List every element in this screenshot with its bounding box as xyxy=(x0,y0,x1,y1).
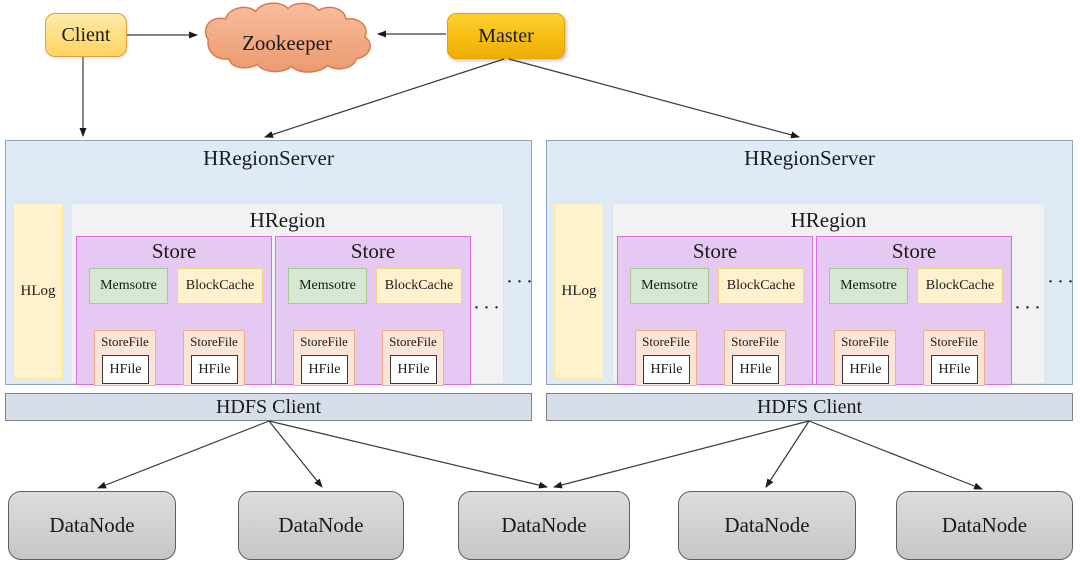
memstore-box: Memsotre xyxy=(829,268,908,304)
store-box: Store Memsotre BlockCache StoreFile HFil… xyxy=(617,236,813,386)
client-node: Client xyxy=(45,13,127,57)
storefile-label: StoreFile xyxy=(190,334,238,349)
hlog-box: HLog xyxy=(554,203,604,379)
zookeeper-label: Zookeeper xyxy=(242,30,332,55)
more-regions-ellipsis: ··· xyxy=(507,274,538,290)
more-regions-ellipsis: ··· xyxy=(1048,274,1079,290)
storefile-box: StoreFile HFile xyxy=(834,330,896,386)
hfile-box: HFile xyxy=(301,355,348,384)
memstore-box: Memsotre xyxy=(630,268,709,304)
storefile-label: StoreFile xyxy=(389,334,437,349)
arrow-hdfs1-to-datanode2 xyxy=(268,420,323,488)
hfile-box: HFile xyxy=(931,355,978,384)
storefile-box: StoreFile HFile xyxy=(293,330,355,386)
store-box: Store Memsotre BlockCache StoreFile HFil… xyxy=(816,236,1012,386)
storefile-label: StoreFile xyxy=(841,334,889,349)
storefile-label: StoreFile xyxy=(731,334,779,349)
store-title: Store xyxy=(692,239,738,263)
arrow-hdfs2-to-datanode3 xyxy=(553,420,810,489)
hregion-title: HRegion xyxy=(790,208,867,232)
memstore-box: Memsotre xyxy=(288,268,367,304)
hregion-box: HRegion Store Memsotre BlockCache StoreF… xyxy=(612,203,1046,386)
hfile-box: HFile xyxy=(842,355,889,384)
datanode-box-3: DataNode xyxy=(458,491,630,560)
store-title: Store xyxy=(891,239,937,263)
hregionserver-box-1: HRegionServer HLog HRegion Store Memsotr… xyxy=(5,140,532,386)
hfile-box: HFile xyxy=(191,355,238,384)
master-node: Master xyxy=(447,13,565,59)
store-box: Store Memsotre BlockCache StoreFile HFil… xyxy=(275,236,471,386)
storefile-box: StoreFile HFile xyxy=(724,330,786,386)
storefile-box: StoreFile HFile xyxy=(183,330,245,386)
hregionserver-title: HRegionServer xyxy=(744,146,875,170)
blockcache-box: BlockCache xyxy=(718,268,804,304)
more-stores-ellipsis: ··· xyxy=(1015,300,1046,316)
more-stores-ellipsis: ··· xyxy=(474,300,505,316)
arrow-hdfs1-to-datanode3 xyxy=(268,420,548,489)
hfile-box: HFile xyxy=(102,355,149,384)
storefile-box: StoreFile HFile xyxy=(382,330,444,386)
datanode-box-5: DataNode xyxy=(896,491,1073,560)
blockcache-box: BlockCache xyxy=(917,268,1003,304)
hfile-box: HFile xyxy=(732,355,779,384)
datanode-box-2: DataNode xyxy=(238,491,404,560)
storefile-label: StoreFile xyxy=(642,334,690,349)
store-title: Store xyxy=(151,239,197,263)
hregion-box: HRegion Store Memsotre BlockCache StoreF… xyxy=(71,203,505,386)
datanode-box-4: DataNode xyxy=(678,491,856,560)
cloud-shape xyxy=(204,2,371,73)
arrow-hdfs2-to-datanode4 xyxy=(765,420,810,488)
hregion-title: HRegion xyxy=(249,208,326,232)
hregionserver-box-2: HRegionServer HLog HRegion Store Memsotr… xyxy=(546,140,1073,386)
zookeeper-cloud: Zookeeper xyxy=(194,0,380,74)
hfile-box: HFile xyxy=(643,355,690,384)
store-box: Store Memsotre BlockCache StoreFile HFil… xyxy=(76,236,272,386)
store-title: Store xyxy=(350,239,396,263)
datanode-box-1: DataNode xyxy=(8,491,176,560)
arrow-hdfs1-to-datanode1 xyxy=(97,420,270,489)
hregionserver-title: HRegionServer xyxy=(203,146,334,170)
hlog-box: HLog xyxy=(13,203,63,379)
hfile-box: HFile xyxy=(390,355,437,384)
storefile-box: StoreFile HFile xyxy=(635,330,697,386)
blockcache-box: BlockCache xyxy=(376,268,462,304)
arrow-master-to-server2 xyxy=(508,58,800,139)
storefile-box: StoreFile HFile xyxy=(923,330,985,386)
storefile-label: StoreFile xyxy=(930,334,978,349)
arrow-hdfs2-to-datanode5 xyxy=(808,420,983,490)
memstore-box: Memsotre xyxy=(89,268,168,304)
hdfs-client-bar-1: HDFS Client xyxy=(5,393,532,421)
hdfs-client-bar-2: HDFS Client xyxy=(546,393,1073,421)
storefile-box: StoreFile HFile xyxy=(94,330,156,386)
storefile-label: StoreFile xyxy=(300,334,348,349)
storefile-label: StoreFile xyxy=(101,334,149,349)
blockcache-box: BlockCache xyxy=(177,268,263,304)
